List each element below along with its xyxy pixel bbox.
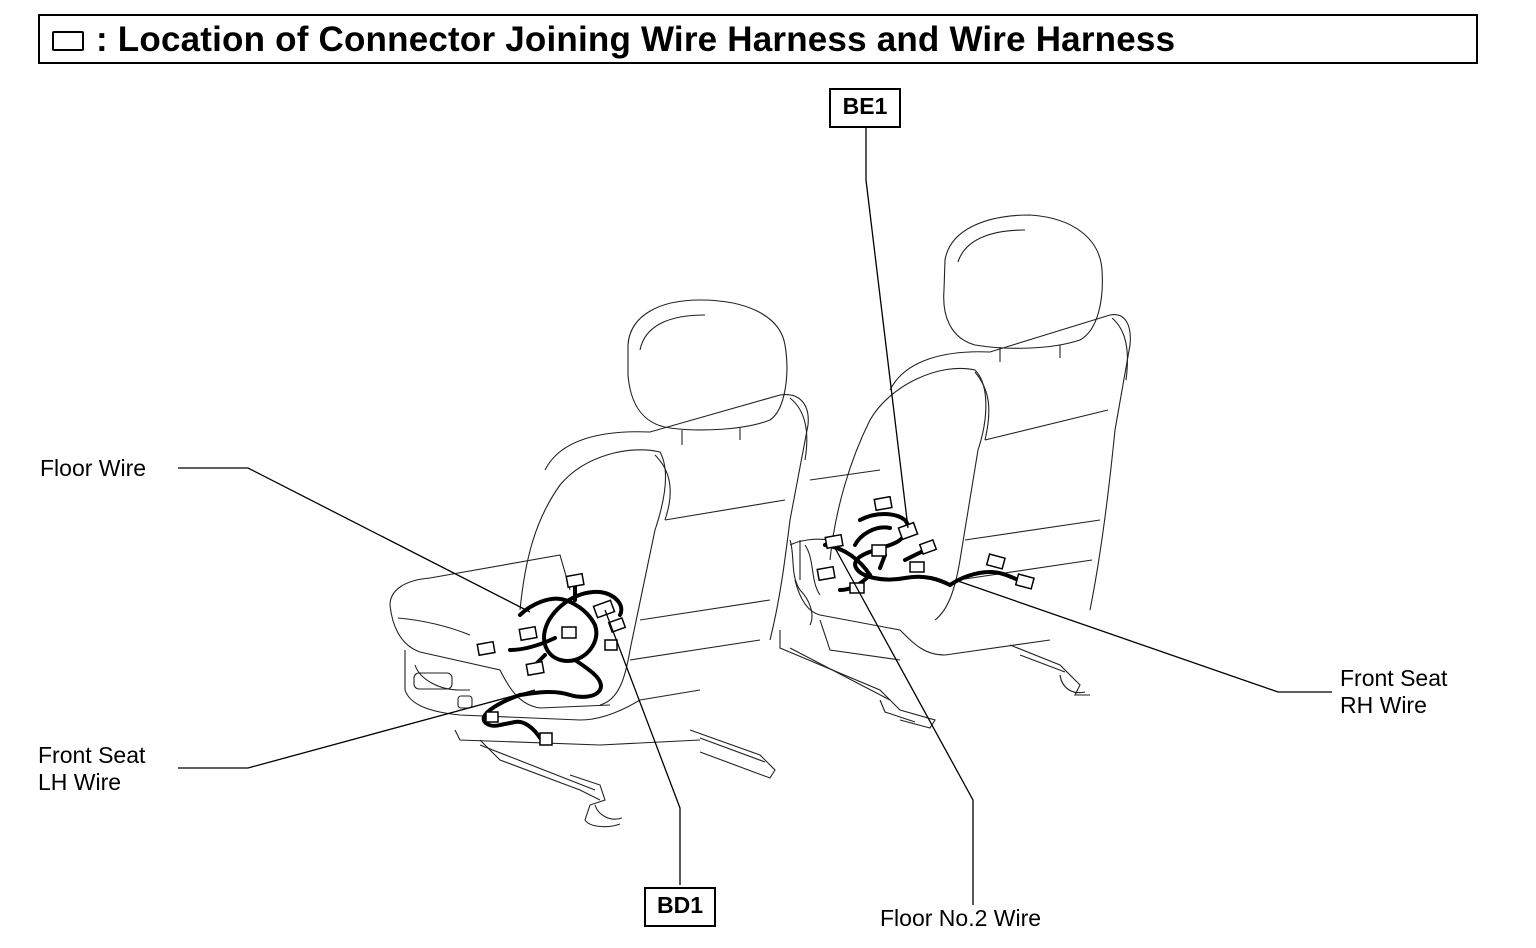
connector-label-bd1: BD1 xyxy=(644,887,716,927)
front-seat-lh-wire-label: Front Seat LH Wire xyxy=(38,742,146,795)
connector-label-be1: BE1 xyxy=(829,88,901,128)
right-seat xyxy=(779,214,1131,729)
connector-box-icon xyxy=(52,31,84,51)
left-seat xyxy=(389,299,809,828)
front-seat-rh-wire-label: Front Seat RH Wire xyxy=(1340,665,1448,718)
leader-lines xyxy=(178,128,1332,905)
left-harness xyxy=(481,583,624,740)
left-harness-connectors xyxy=(476,572,627,746)
page-title: : Location of Connector Joining Wire Har… xyxy=(96,20,1176,59)
floor-no2-wire-label: Floor No.2 Wire xyxy=(880,905,1042,931)
title-bar: : Location of Connector Joining Wire Har… xyxy=(38,14,1478,64)
floor-wire-label: Floor Wire xyxy=(40,455,147,481)
